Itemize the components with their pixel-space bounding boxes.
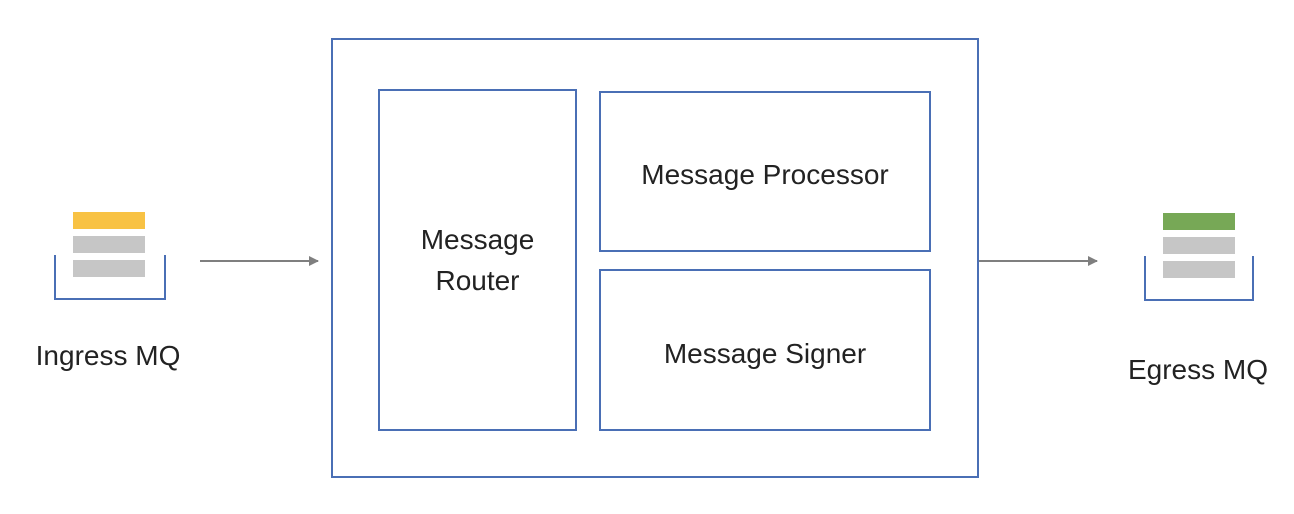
service-container: [331, 38, 979, 478]
egress-queue-bar: [1163, 237, 1235, 254]
message-router-label: Message Router: [421, 219, 535, 301]
message-router-label-line2: Router: [435, 265, 520, 296]
message-signer-box: Message Signer: [599, 269, 931, 431]
message-signer-label: Message Signer: [663, 338, 867, 369]
message-processor-box: Message Processor: [599, 91, 931, 252]
ingress-queue-bar: [73, 236, 145, 253]
egress-queue-top-bar: [1163, 213, 1235, 230]
ingress-queue-top-bar: [73, 212, 145, 229]
egress-queue-icon: [1144, 213, 1254, 303]
egress-queue-bar: [1163, 261, 1235, 278]
message-router-label-line1: Message: [420, 224, 535, 255]
message-processor-label: Message Processor: [641, 159, 889, 190]
ingress-mq-label: Ingress MQ: [35, 340, 181, 371]
egress-mq-label: Egress MQ: [1127, 354, 1269, 385]
ingress-queue-tray: [54, 255, 166, 300]
message-router-box: Message Router: [378, 89, 577, 431]
egress-queue-tray: [1144, 256, 1254, 301]
ingress-queue-bar: [73, 260, 145, 277]
ingress-queue-icon: [54, 212, 166, 302]
